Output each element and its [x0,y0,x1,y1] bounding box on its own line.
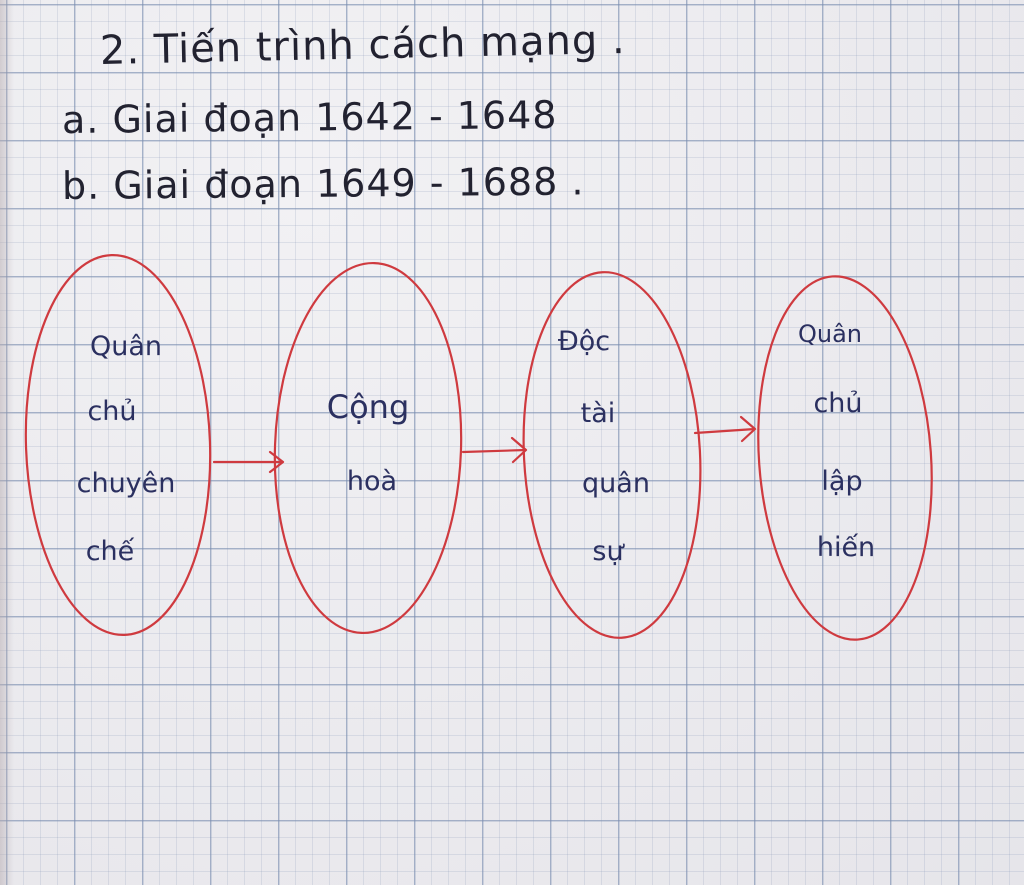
node-line: chủ [87,396,136,427]
node-line: Quân [90,331,162,362]
notebook-binding-edge [0,0,14,885]
node-ellipse [757,275,933,641]
node-line: Độc [558,326,610,357]
node-ellipse [24,253,212,637]
node-ellipse [273,261,463,635]
node-line: chế [86,536,135,567]
node-ellipse [522,271,702,639]
flow-node-republic: Cộng hoà [273,261,463,635]
flow-node-military-dictatorship: Độc tài quân sự [522,271,702,639]
node-line: tài [581,398,616,429]
node-line: Quân [798,320,862,348]
node-line: chủ [813,388,862,419]
node-line: hiến [817,532,875,563]
flow-arrow-2 [461,436,528,464]
node-line: sự [592,536,625,567]
flow-arrow-1 [212,450,285,474]
node-line: lập [821,466,862,497]
node-line: Cộng [327,388,410,426]
node-line: chuyên [77,468,176,499]
node-line: quân [582,468,650,499]
flow-node-constitutional-monarchy: Quân chủ lập hiến [757,275,933,641]
node-line: hoà [347,466,397,497]
flow-node-absolute-monarchy: Quân chủ chuyên chế [24,253,212,637]
flow-arrow-3 [693,415,757,443]
